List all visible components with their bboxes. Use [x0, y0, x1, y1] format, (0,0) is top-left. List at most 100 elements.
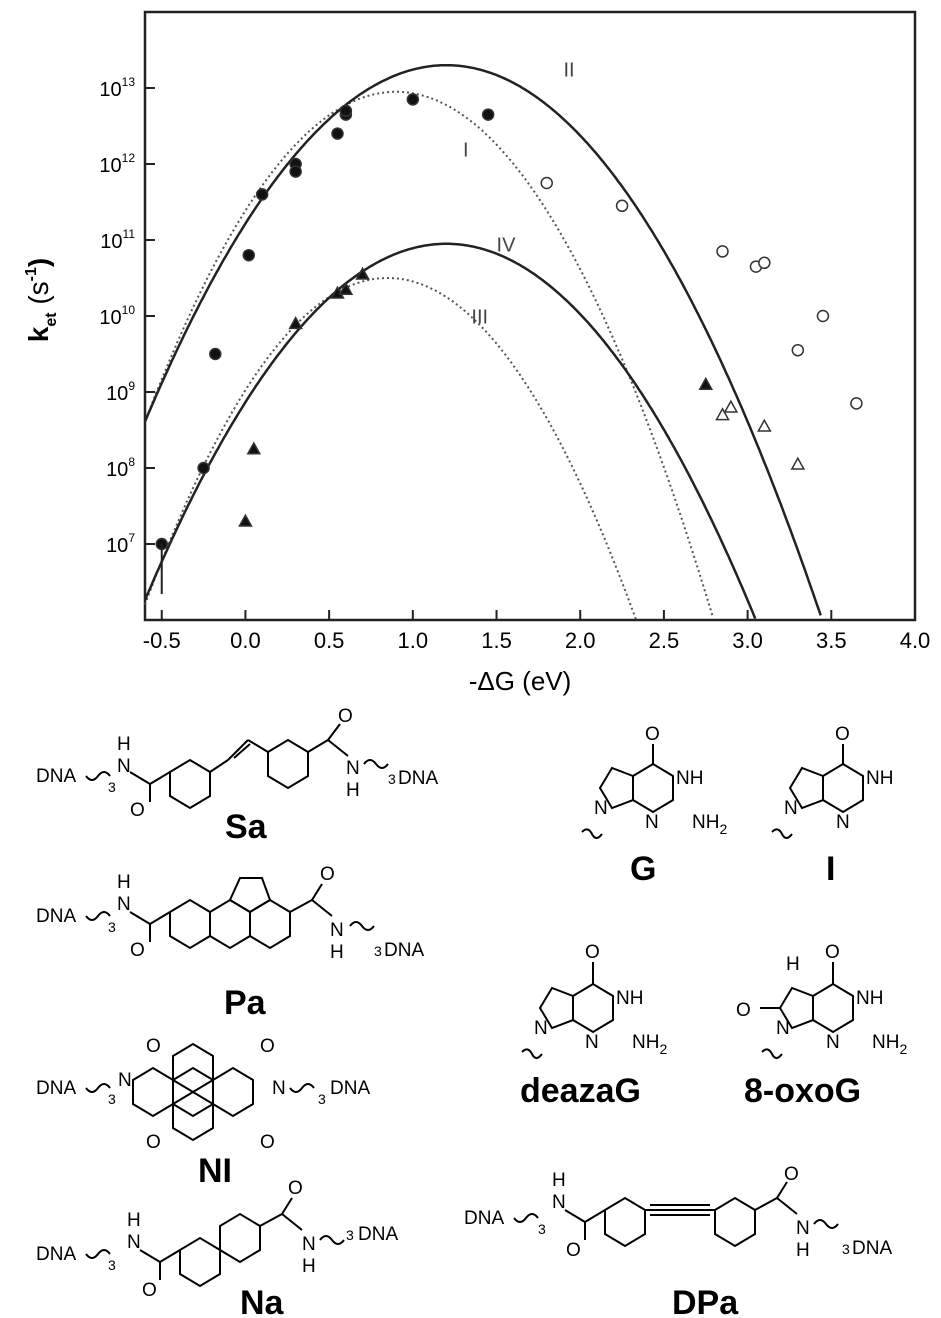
i-nh: NH — [866, 768, 893, 789]
ni-right-dna: DNA — [330, 1078, 370, 1099]
na-right-sub: 3 — [346, 1227, 354, 1243]
data-point — [790, 456, 806, 470]
data-point — [791, 343, 805, 357]
data-point — [355, 266, 370, 280]
data-point — [758, 256, 771, 270]
structures-panel: DNA 3 H N O O N H 3 DNA Sa DNA 3 H N O — [36, 706, 907, 1318]
na-left-n: N — [127, 1232, 141, 1253]
data-point — [338, 281, 354, 295]
curve-iv — [143, 242, 757, 619]
dpa-right-o: O — [784, 1164, 799, 1185]
ni-o-3: O — [146, 1132, 161, 1153]
deazag-nh: NH — [616, 988, 643, 1009]
oxog-o-8: O — [736, 1000, 751, 1021]
compound-label-dpa: DPa — [672, 1284, 739, 1318]
compound-label-na: Na — [240, 1284, 285, 1318]
y-tick-label: 1012 — [99, 151, 135, 177]
na-left-o: O — [142, 1280, 157, 1301]
sa-right-dna: DNA — [398, 768, 438, 789]
curve-label-i: I — [463, 139, 469, 161]
structure-ni: DNA 3 N O O O O N 3 DNA NI — [36, 1036, 370, 1190]
structure-pa: DNA 3 H N O O N H 3 DNA Pa — [36, 864, 424, 1022]
x-tick-label: 3.0 — [732, 628, 763, 653]
data-point — [339, 104, 353, 118]
data-point — [246, 441, 262, 455]
sa-left-n: N — [117, 756, 131, 777]
data-point — [615, 199, 629, 213]
x-tick-label: 0.0 — [230, 628, 261, 653]
sa-right-sub: 3 — [388, 771, 396, 787]
sa-left-o: O — [130, 800, 145, 821]
pa-right-o: O — [320, 864, 335, 885]
sa-left-h: H — [117, 734, 131, 755]
pa-right-dna: DNA — [384, 940, 424, 961]
structure-deazag: O NH N NH2 N deazaG — [520, 942, 667, 1110]
dpa-right-h: H — [796, 1240, 810, 1261]
y-tick-label: 1010 — [99, 303, 135, 329]
g-n3: N — [645, 812, 659, 833]
pa-right-h: H — [330, 942, 344, 963]
x-tick-label: 1.0 — [398, 628, 429, 653]
ni-right-sub: 3 — [318, 1091, 326, 1107]
pa-left-h: H — [117, 872, 131, 893]
data-point — [723, 399, 739, 413]
i-o: O — [835, 724, 850, 745]
data-point — [481, 108, 495, 121]
ni-right-n: N — [272, 1078, 286, 1099]
x-tick-label: -0.5 — [143, 628, 181, 653]
x-tick-label: 2.5 — [649, 628, 680, 653]
na-left-h: H — [127, 1210, 141, 1231]
x-tick-label: 4.0 — [900, 628, 931, 653]
dpa-right-dna: DNA — [852, 1238, 892, 1259]
ni-o-1: O — [146, 1036, 161, 1057]
deazag-n3: N — [585, 1032, 599, 1053]
pa-left-sub: 3 — [108, 919, 116, 935]
deazag-o: O — [585, 942, 600, 963]
y-tick-label: 107 — [106, 531, 135, 557]
x-axis-label: -ΔG (eV) — [469, 666, 572, 696]
structure-sa: DNA 3 H N O O N H 3 DNA Sa — [36, 706, 438, 846]
structure-i: O NH N N I — [771, 724, 893, 888]
curve-label-iv: IV — [497, 234, 517, 256]
na-right-dna: DNA — [358, 1224, 398, 1245]
pa-right-n: N — [330, 920, 344, 941]
data-point — [716, 245, 729, 258]
ni-o-4: O — [260, 1132, 275, 1153]
dpa-right-n: N — [796, 1218, 810, 1239]
structure-8-oxog: O NH N NH2 H O N 8-oxoG — [736, 942, 907, 1110]
compound-label-g: G — [630, 850, 656, 888]
ni-o-2: O — [260, 1036, 275, 1057]
dpa-left-n: N — [552, 1192, 566, 1213]
deazag-nh2: NH2 — [632, 1032, 667, 1057]
curve-label-ii: II — [563, 60, 574, 82]
y-axis-label: ket (s-1) — [23, 258, 60, 342]
data-point — [698, 376, 714, 390]
oxog-nh2: NH2 — [872, 1032, 907, 1057]
x-tick-label: 1.5 — [481, 628, 512, 653]
data-point — [209, 347, 222, 361]
data-point — [406, 93, 420, 106]
data-point — [255, 188, 269, 201]
pa-left-n: N — [117, 894, 131, 915]
x-tick-label: 0.5 — [314, 628, 345, 653]
ni-left-n: N — [118, 1070, 132, 1091]
dpa-left-o: O — [566, 1240, 581, 1261]
y-tick-label: 109 — [106, 379, 135, 405]
y-tick-label: 1013 — [99, 75, 135, 101]
g-o: O — [645, 724, 660, 745]
na-right-n: N — [302, 1234, 316, 1255]
compound-label-8-oxog: 8-oxoG — [744, 1072, 861, 1110]
structure-g: O NH N NH2 N G — [581, 724, 727, 888]
na-right-o: O — [288, 1178, 303, 1199]
plot-frame — [143, 10, 917, 622]
dpa-left-dna: DNA — [464, 1208, 504, 1229]
x-tick-label: 2.0 — [565, 628, 596, 653]
pa-right-sub: 3 — [374, 943, 382, 959]
sa-right-n: N — [346, 758, 360, 779]
structure-na: DNA 3 H N O O N H 3 DNA Na — [36, 1178, 398, 1318]
compound-label-i: I — [826, 850, 835, 888]
data-point — [816, 309, 830, 323]
data-point — [197, 461, 210, 475]
